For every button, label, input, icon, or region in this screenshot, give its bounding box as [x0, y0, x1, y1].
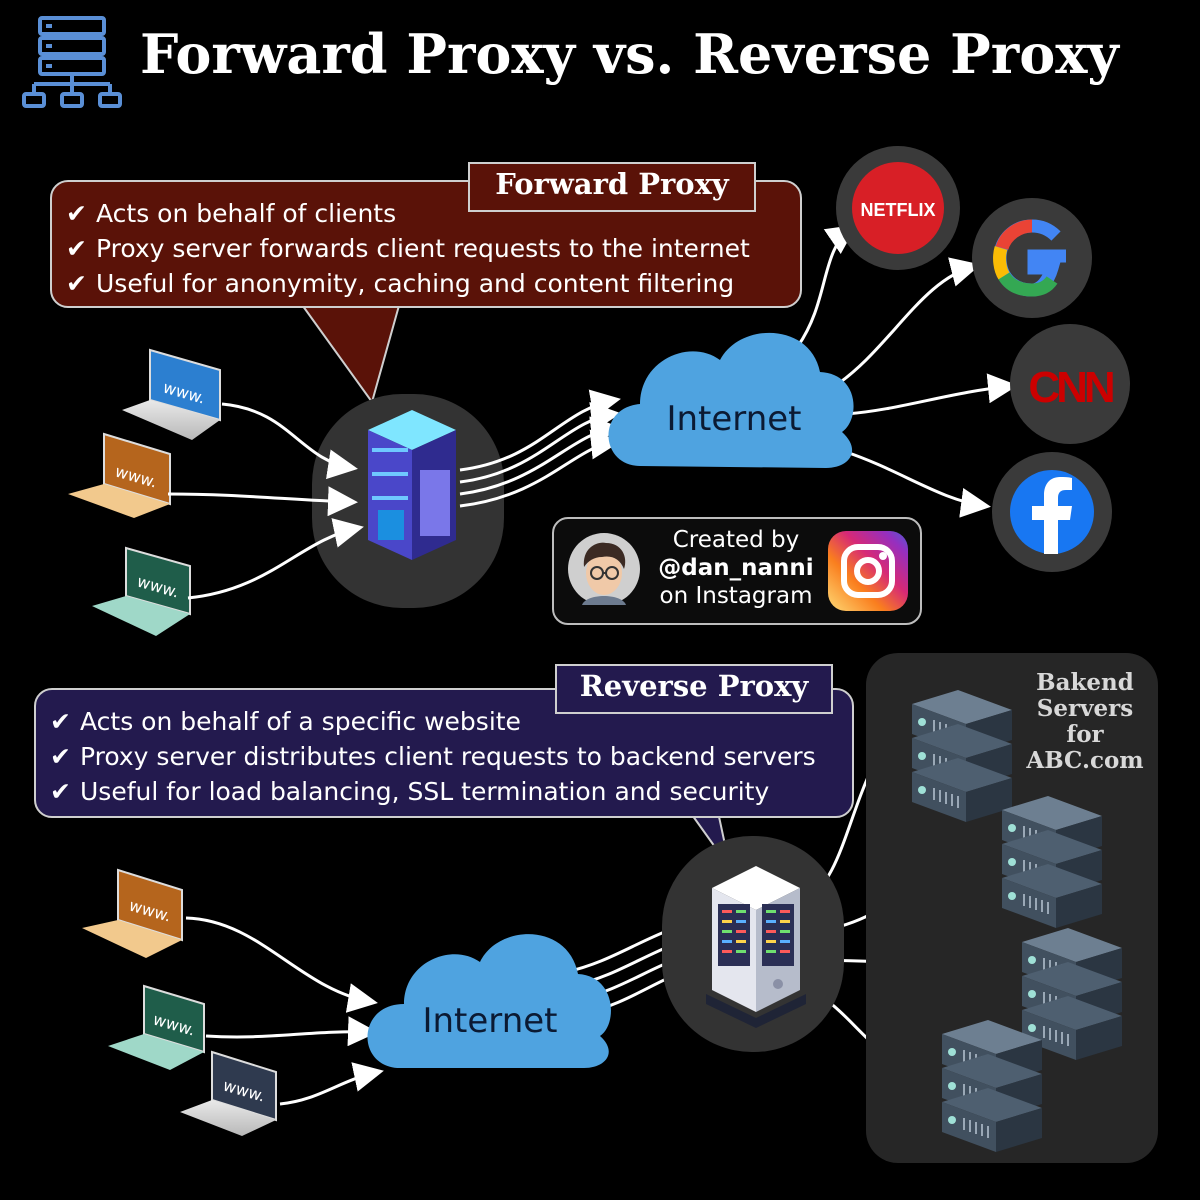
reverse-client-laptop-2: www.	[108, 984, 205, 1070]
google-logo	[972, 198, 1092, 318]
reverse-proxy-server-icon	[706, 866, 806, 1028]
check-icon: ✔	[66, 234, 87, 263]
svg-text:Internet: Internet	[666, 399, 801, 439]
check-icon: ✔	[50, 707, 71, 736]
forward-bubble-tail	[298, 301, 402, 405]
credit-handle: @dan_nanni	[658, 555, 814, 581]
check-icon: ✔	[66, 269, 87, 298]
reverse-point-1: ✔Acts on behalf of a specific website	[50, 704, 852, 739]
reverse-point-3: ✔Useful for load balancing, SSL terminat…	[50, 774, 852, 809]
forward-proxy-server-icon	[368, 410, 456, 560]
forward-proxy-heading: Forward Proxy	[468, 162, 756, 212]
svg-text:CNN: CNN	[1028, 363, 1113, 412]
backend-servers-label: Bakend Servers for ABC.com	[1026, 669, 1144, 774]
check-icon: ✔	[50, 777, 71, 806]
forward-client-laptop-3: www.	[92, 546, 191, 636]
reverse-client-laptop-3: www.	[180, 1050, 277, 1136]
netflix-logo: NETFLIX	[836, 146, 960, 270]
credit-line-3: on Instagram	[659, 583, 813, 609]
credit-line-1: Created by	[672, 527, 800, 553]
network-tree-icon	[22, 16, 122, 108]
reverse-internet-cloud: Internet	[367, 934, 611, 1068]
reverse-client-laptop-1: www.	[82, 868, 183, 958]
svg-text:Internet: Internet	[422, 1001, 557, 1041]
svg-text:NETFLIX: NETFLIX	[861, 200, 936, 220]
creator-credit: Created by @dan_nanni on Instagram	[552, 517, 922, 625]
avatar	[568, 533, 640, 605]
forward-point-3: ✔Useful for anonymity, caching and conte…	[66, 266, 800, 301]
page-title: Forward Proxy vs. Reverse Proxy	[140, 22, 1119, 86]
instagram-icon	[828, 531, 908, 611]
cnn-logo: CNN	[1010, 324, 1130, 444]
forward-point-1: ✔Acts on behalf of clients	[66, 196, 800, 231]
forward-point-2: ✔Proxy server forwards client requests t…	[66, 231, 800, 266]
reverse-point-2: ✔Proxy server distributes client request…	[50, 739, 852, 774]
check-icon: ✔	[66, 199, 87, 228]
forward-client-laptop-2: www.	[68, 432, 171, 518]
forward-internet-cloud: Internet	[608, 332, 854, 468]
check-icon: ✔	[50, 742, 71, 771]
forward-client-laptop-1: www.	[122, 348, 221, 440]
reverse-proxy-heading: Reverse Proxy	[555, 664, 833, 714]
facebook-logo	[992, 452, 1112, 572]
